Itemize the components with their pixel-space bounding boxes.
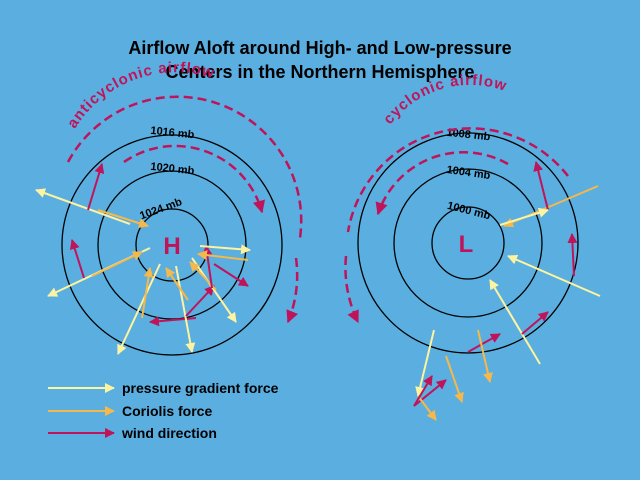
legend-wind-label: wind direction: [121, 425, 217, 441]
wind-direction-arrow: [467, 333, 501, 353]
legend-coriolis-label: Coriolis force: [122, 403, 212, 419]
wind-direction-arrow: [567, 233, 578, 277]
pgf-arrow: [489, 279, 541, 365]
cyclonic-outer-dashed-arrow: [346, 127, 569, 233]
pgf-arrow: [499, 207, 549, 226]
diagram-title-line2: Centers in the Northern Hemisphere: [165, 62, 474, 82]
isobar-middle-low: [393, 168, 543, 318]
high-pressure-center-label: H: [163, 233, 180, 260]
isobar-inner-low: [431, 206, 505, 280]
high-force-arrows: [35, 163, 251, 355]
pgf-arrow: [191, 257, 237, 323]
pgf-arrow: [175, 265, 196, 353]
coriolis-arrow: [91, 251, 143, 277]
isobar-outer-high: [61, 134, 283, 356]
cyclonic-inner-dashed-arrow: [375, 150, 509, 216]
low-pressure-system: 1008 mb 1004 mb 1000 mb cyclonic airflow…: [344, 72, 601, 421]
isobar-label-1020: 1020 mb: [150, 161, 195, 178]
wind-direction-arrow: [87, 163, 105, 211]
anticyclonic-lower-dashed-arrow: [286, 257, 299, 324]
isobar-label-1000: 1000 mb: [446, 200, 492, 222]
legend-pgf-label: pressure gradient force: [122, 380, 279, 396]
wind-direction-arrow: [413, 375, 433, 407]
isobar-label-1004: 1004 mb: [446, 164, 492, 182]
pgf-arrow: [199, 244, 251, 255]
isobar-label-1016: 1016 mb: [150, 125, 195, 142]
coriolis-arrow: [97, 209, 149, 229]
wind-direction-arrow: [213, 263, 249, 287]
coriolis-arrow: [141, 267, 154, 319]
coriolis-arrow: [445, 355, 464, 403]
diagram-title-line1: Airflow Aloft around High- and Low-press…: [128, 38, 511, 58]
pgf-arrow: [415, 329, 435, 397]
wind-direction-arrow: [413, 379, 447, 407]
legend: pressure gradient force Coriolis force w…: [48, 380, 279, 441]
pgf-arrow: [117, 263, 161, 355]
cyclonic-lower-dashed-arrow: [344, 255, 360, 324]
anticyclonic-inner-dashed-arrow: [123, 144, 266, 214]
wind-direction-arrow: [185, 285, 215, 317]
isobar-inner-high: [135, 208, 209, 282]
wind-direction-arrow: [69, 239, 85, 279]
wind-direction-arrow: [521, 311, 549, 335]
wind-direction-arrow: [533, 161, 549, 211]
low-force-arrows: [413, 161, 601, 421]
coriolis-arrow: [477, 329, 493, 383]
high-pressure-system: 1016 mb 1020 mb 1024 mb anticyclonic air…: [35, 59, 303, 356]
pgf-arrow: [35, 188, 131, 225]
isobar-outer-low: [357, 132, 579, 354]
wind-direction-arrow: [149, 316, 197, 327]
isobar-label-1008: 1008 mb: [446, 127, 491, 144]
coriolis-arrow: [165, 267, 189, 301]
anticyclonic-airflow-label: anticyclonic airflow: [64, 59, 217, 131]
pgf-arrow: [507, 255, 601, 297]
coriolis-arrow: [197, 250, 249, 261]
low-pressure-center-label: L: [459, 231, 474, 258]
anticyclonic-outer-dashed-arrow: [66, 95, 303, 239]
coriolis-arrow: [417, 395, 437, 421]
isobar-label-1024: 1024 mb: [138, 196, 184, 222]
